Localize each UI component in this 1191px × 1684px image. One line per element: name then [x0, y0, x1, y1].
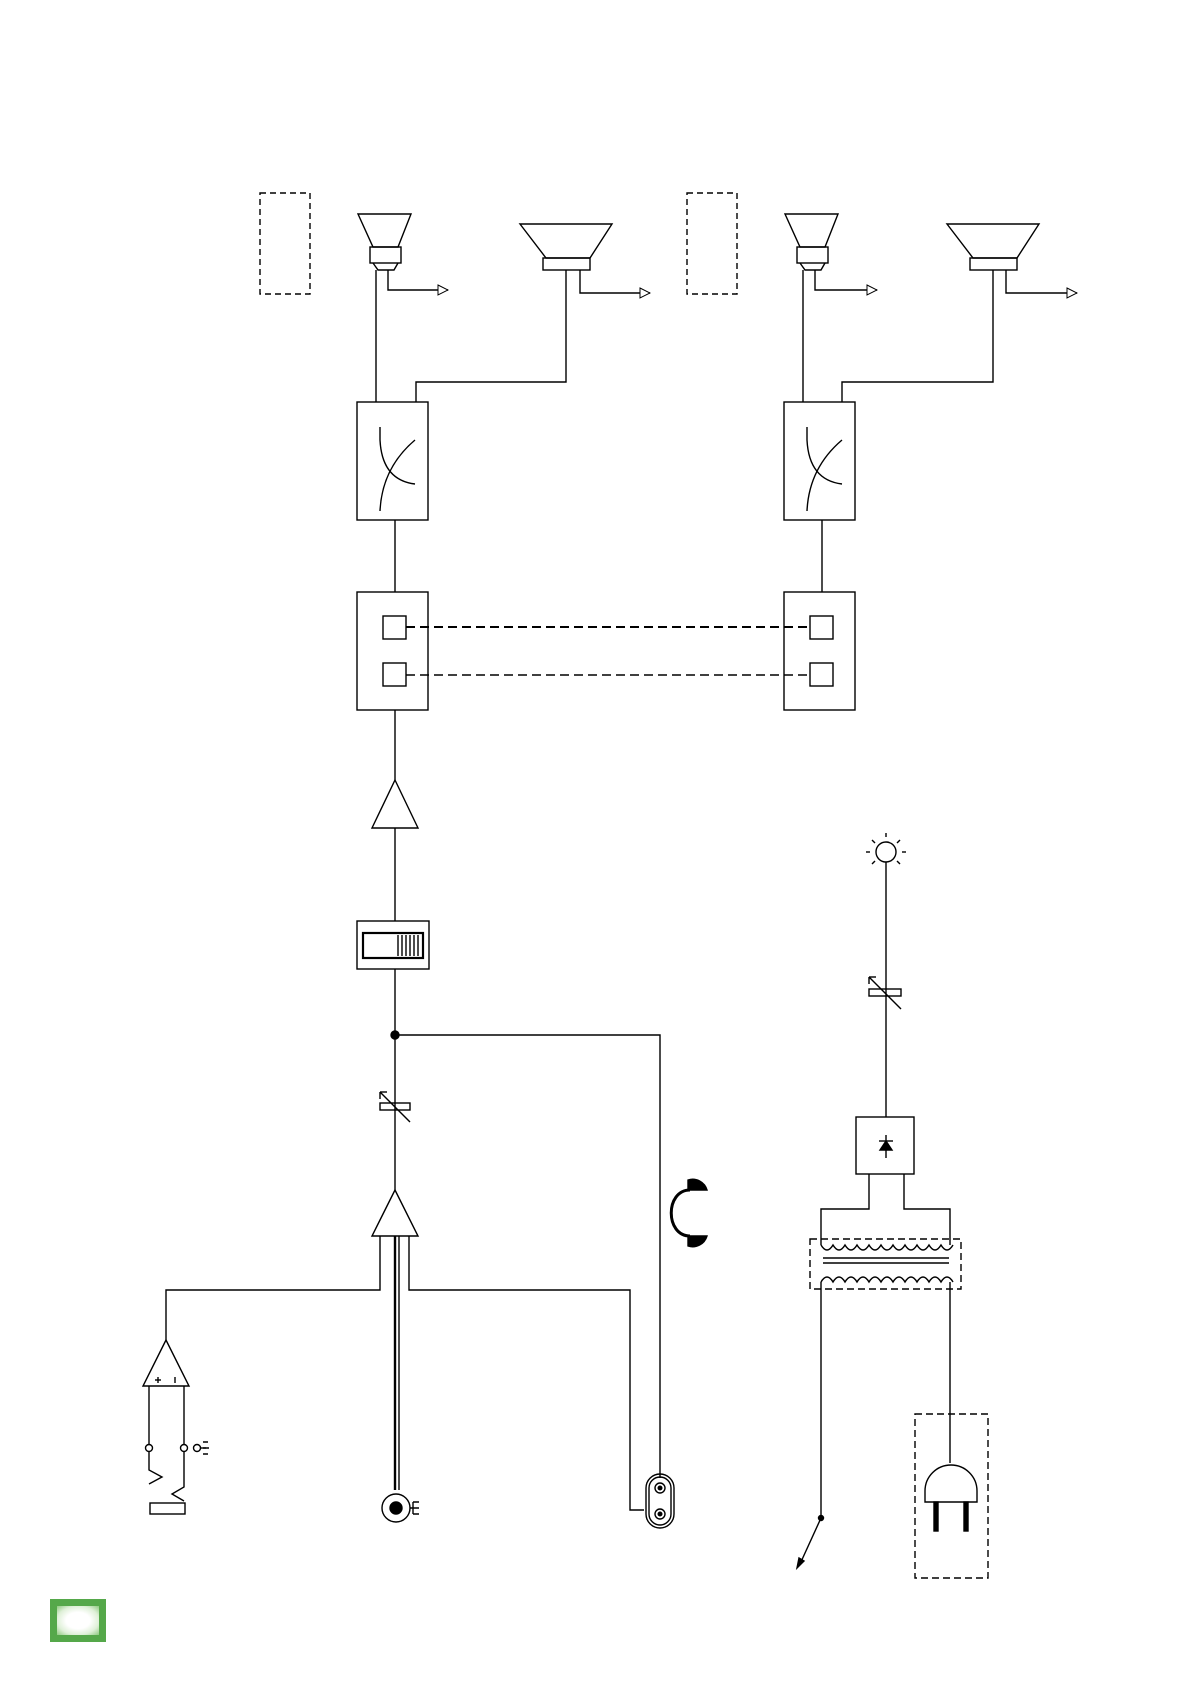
link-jacks-icon — [357, 592, 428, 710]
amplifier-icon — [372, 780, 418, 828]
mic-jack-contact — [172, 1452, 184, 1501]
amplifier-icon — [372, 1190, 418, 1236]
ground-arrow — [580, 270, 650, 293]
ground-arrow — [1006, 270, 1077, 293]
link-jacks-icon — [784, 592, 855, 710]
badge-icon — [50, 1599, 106, 1642]
horn-driver-icon — [358, 214, 411, 270]
placeholder-box-right — [687, 193, 737, 294]
lamp-icon — [866, 833, 906, 864]
mic-jack-sleeve — [150, 1503, 185, 1514]
slider-icon — [357, 921, 429, 969]
mic-jack-contact — [149, 1452, 162, 1484]
rca-pair-icon — [646, 1474, 674, 1528]
horn-driver-icon — [785, 214, 838, 270]
variable-resistor-icon — [869, 977, 901, 1009]
woofer-speaker-icon — [520, 224, 612, 270]
woofer-speaker-icon — [947, 224, 1039, 270]
crossover-icon — [784, 402, 855, 520]
badge-inner — [57, 1606, 99, 1635]
placeholder-box-left — [260, 193, 310, 294]
rectifier-icon — [856, 1117, 914, 1174]
xlr-jack-icon — [382, 1494, 419, 1522]
balanced-input-amp-icon — [143, 1340, 189, 1386]
ground-arrow — [815, 270, 877, 290]
ac-plug-icon — [915, 1414, 988, 1578]
switch-icon — [797, 1516, 824, 1569]
transformer-icon — [810, 1239, 961, 1289]
crossover-icon — [357, 402, 428, 520]
ground-arrow — [388, 270, 448, 290]
headphones-icon — [671, 1179, 707, 1246]
